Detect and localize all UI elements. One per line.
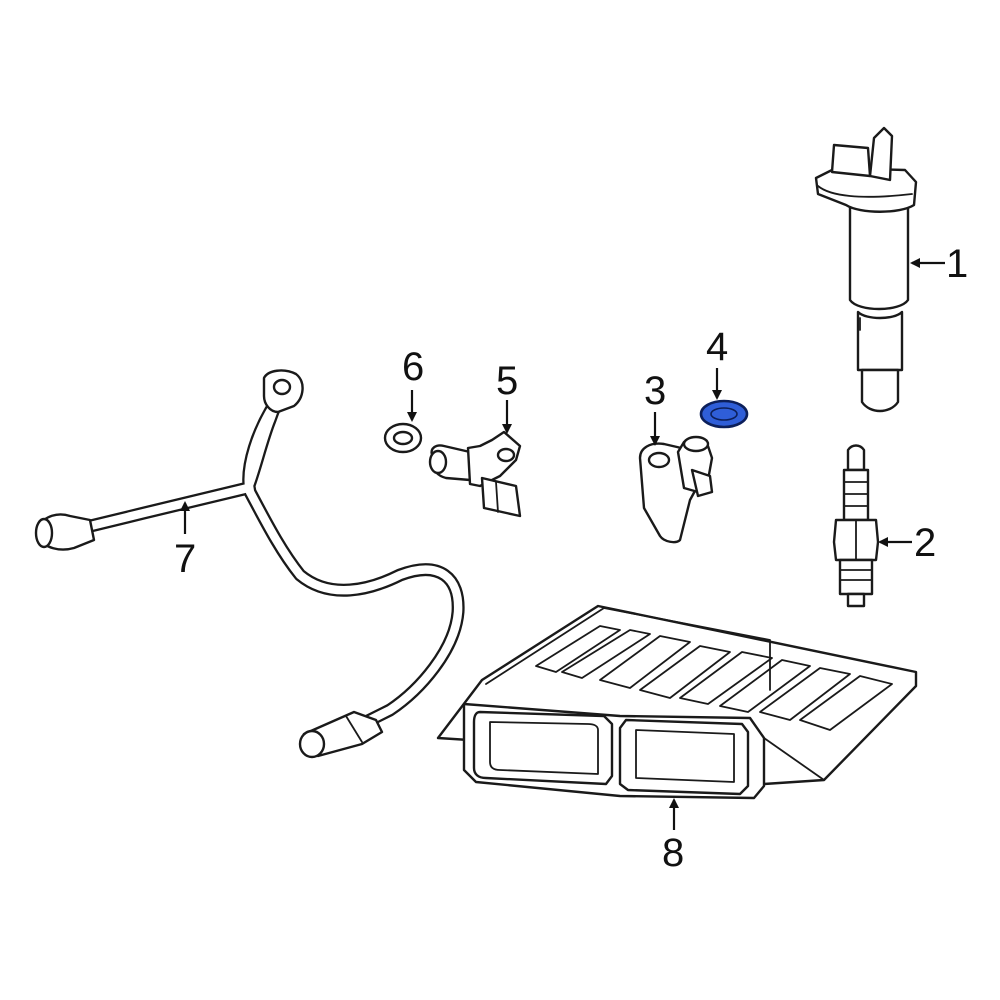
callout-4: 4 [706, 325, 728, 369]
callout-5: 5 [496, 359, 518, 403]
callout-3: 3 [644, 369, 666, 413]
callout-7: 7 [174, 537, 196, 581]
callout-labels: 1 2 3 4 5 6 7 8 [174, 242, 968, 875]
knock-sensor-harness [34, 369, 465, 759]
callout-8: 8 [662, 831, 684, 875]
ignition-coil [814, 126, 918, 413]
camshaft-sensor [428, 430, 522, 518]
callout-6: 6 [402, 345, 424, 389]
washer [383, 422, 423, 454]
callout-1: 1 [946, 242, 968, 286]
spark-plug [832, 444, 880, 608]
position-sensor [638, 435, 714, 544]
leader-lines [180, 258, 945, 830]
o-ring-seal [699, 399, 749, 429]
callout-2: 2 [914, 521, 936, 565]
engine-control-module [436, 604, 918, 800]
